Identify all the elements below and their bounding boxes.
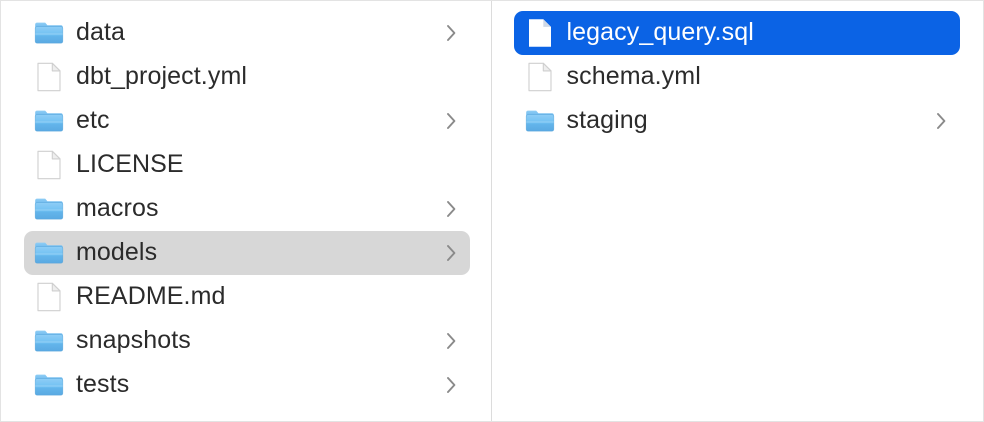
chevron-right-icon[interactable] [444,198,460,220]
item-name-label: models [76,239,158,266]
folder-icon [34,106,64,136]
item-name-label: dbt_project.yml [76,63,248,90]
folder-icon [34,326,64,356]
folder-icon [34,238,64,268]
item-name-label: etc [76,107,110,134]
file-row[interactable]: legacy_query.sql [513,11,960,55]
item-name-label: legacy_query.sql [566,19,754,46]
file-row[interactable]: dbt_project.yml [24,55,470,99]
folder-row[interactable]: data [24,11,470,55]
item-name-label: LICENSE [76,151,184,178]
item-name-label: schema.yml [566,63,701,90]
chevron-right-icon[interactable] [444,22,460,44]
folder-icon [34,370,64,400]
folder-row[interactable]: macros [24,187,470,231]
chevron-right-icon[interactable] [933,110,949,132]
folder-row[interactable]: staging [514,99,961,143]
document-icon [34,282,64,312]
document-icon [34,62,64,92]
folder-row[interactable]: models [24,231,470,275]
file-row[interactable]: README.md [24,275,470,319]
document-icon [525,18,555,48]
item-name-label: data [76,19,126,46]
folder-icon [34,194,64,224]
folder-row[interactable]: etc [24,99,470,143]
chevron-right-icon[interactable] [444,110,460,132]
item-name-label: README.md [76,283,226,310]
item-name-label: staging [566,107,648,134]
folder-row[interactable]: snapshots [24,319,470,363]
chevron-right-icon[interactable] [444,374,460,396]
file-row[interactable]: schema.yml [514,55,961,99]
document-icon [34,150,64,180]
folder-icon [525,106,555,136]
item-name-label: tests [76,371,130,398]
chevron-right-icon[interactable] [444,242,460,264]
item-name-label: snapshots [76,327,191,354]
document-icon [525,62,555,92]
folder-icon [34,18,64,48]
file-row[interactable]: LICENSE [24,143,470,187]
folder-row[interactable]: tests [24,363,470,407]
chevron-right-icon[interactable] [444,330,460,352]
finder-column-models[interactable]: legacy_query.sql schema.yml staging [491,1,983,421]
item-name-label: macros [76,195,159,222]
